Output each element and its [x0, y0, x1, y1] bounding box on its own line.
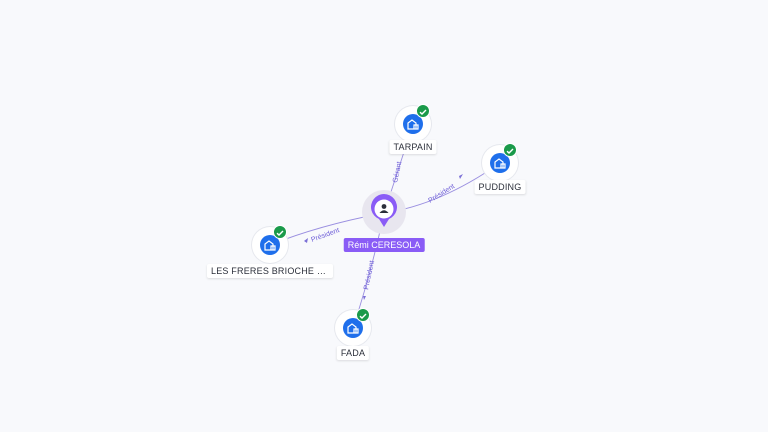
edge-label-pudding: Président — [427, 183, 456, 205]
check-icon — [416, 104, 430, 118]
check-icon — [356, 308, 370, 322]
building-icon — [264, 240, 276, 251]
company-label-fada[interactable]: FADA — [336, 346, 370, 360]
center-node-label[interactable]: Rémi CERESOLA — [343, 238, 425, 252]
building-icon — [347, 323, 359, 334]
check-icon — [503, 143, 517, 157]
person-marker-icon — [362, 190, 406, 234]
edge-label-fada: Président — [363, 260, 376, 290]
company-label-tarpain[interactable]: TARPAIN — [389, 140, 437, 154]
company-badge — [343, 318, 363, 338]
arrow-fada — [363, 296, 366, 300]
edge-label-tarpain: Gérant — [392, 161, 403, 183]
arrow-les-freres — [304, 238, 308, 243]
company-node-les-freres[interactable] — [252, 225, 288, 263]
building-icon — [494, 158, 506, 169]
company-node-pudding[interactable] — [482, 143, 518, 181]
arrow-pudding — [459, 174, 463, 179]
company-label-pudding[interactable]: PUDDING — [474, 180, 526, 194]
company-badge — [260, 235, 280, 255]
company-node-tarpain[interactable] — [395, 104, 431, 142]
company-label-les-freres[interactable]: LES FRERES BRIOCHE O... — [207, 264, 333, 278]
company-badge — [490, 153, 510, 173]
company-badge — [403, 114, 423, 134]
building-icon — [407, 119, 419, 130]
person-icon — [379, 204, 389, 213]
check-icon — [273, 225, 287, 239]
company-node-fada[interactable] — [335, 308, 371, 346]
person-node-remi-ceresola[interactable] — [361, 189, 407, 235]
